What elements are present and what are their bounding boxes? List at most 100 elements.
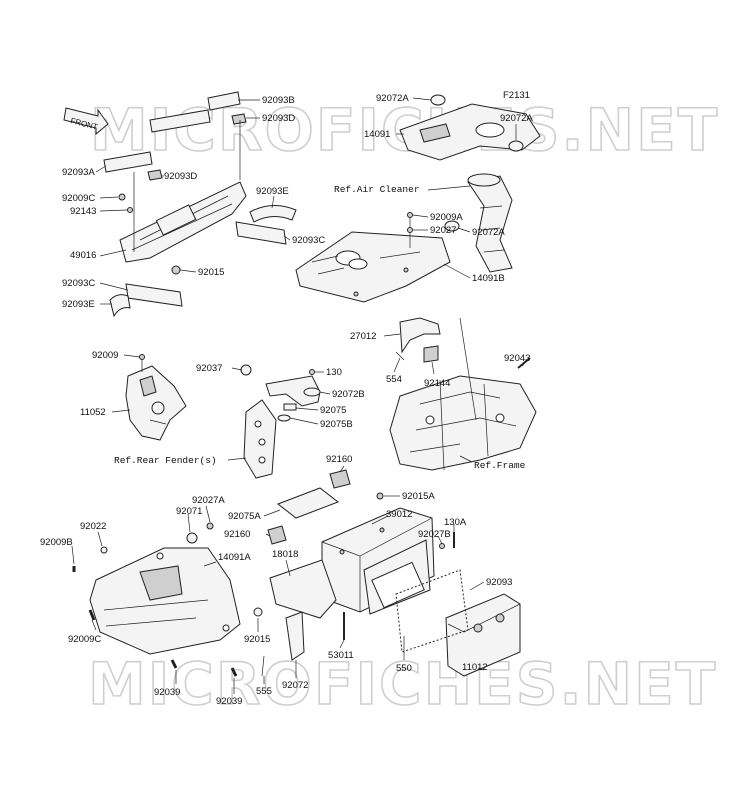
bracket-92072 bbox=[285, 611, 305, 661]
washer-92027a-icon bbox=[206, 522, 214, 530]
bracket-27012-assembly bbox=[395, 317, 441, 363]
foam-pad-92093d-2 bbox=[147, 169, 163, 181]
bolt-92009a-icon bbox=[407, 212, 413, 218]
label-53011: 53011 bbox=[328, 650, 354, 661]
label-92027: 92027 bbox=[430, 225, 456, 236]
grommet-92072b-icon bbox=[303, 387, 321, 397]
nut-92015-icon bbox=[171, 265, 181, 275]
pin-554-icon bbox=[395, 351, 405, 361]
pin-555-icon bbox=[261, 655, 265, 677]
label-92039: 92039 bbox=[154, 687, 180, 698]
label-92093e: 92093E bbox=[256, 186, 289, 197]
foam-strip-upper bbox=[149, 109, 211, 133]
label-49016: 49016 bbox=[70, 250, 96, 261]
washer-92075b-icon bbox=[277, 414, 291, 422]
label-92015a: 92015A bbox=[402, 491, 435, 502]
foam-strip-92093a bbox=[103, 151, 153, 173]
label-92015: 92015 bbox=[198, 267, 224, 278]
foam-strip-92093c-1 bbox=[235, 221, 287, 245]
label-92072a: 92072A bbox=[376, 93, 409, 104]
label-550: 550 bbox=[396, 663, 412, 674]
label-92022: 92022 bbox=[80, 521, 106, 532]
label-92015-2: 92015 bbox=[244, 634, 270, 645]
label-92093d-2: 92093D bbox=[164, 171, 197, 182]
bolt-130-icon bbox=[309, 369, 315, 375]
bolt-92009c-2-icon bbox=[88, 609, 96, 621]
label-92009c: 92009C bbox=[62, 193, 95, 204]
ref-frame: Ref.Frame bbox=[474, 460, 526, 471]
bolt-92039-1-icon bbox=[170, 659, 178, 669]
bolt-92043-icon bbox=[517, 357, 531, 369]
label-92093b: 92093B bbox=[262, 95, 295, 106]
nut-92015-2-icon bbox=[253, 607, 263, 617]
washer-92027b-icon bbox=[439, 543, 445, 549]
label-92075a: 92075A bbox=[228, 511, 261, 522]
collar-92022-icon bbox=[100, 546, 108, 554]
leader-lines bbox=[71, 97, 525, 694]
ref-air-cleaner: Ref.Air Cleaner bbox=[334, 184, 420, 195]
label-130a: 130A bbox=[444, 517, 467, 528]
pad-92093 bbox=[395, 569, 469, 653]
pad-92160-2 bbox=[267, 525, 287, 545]
pad-92160-1 bbox=[329, 469, 351, 489]
clip-92037-icon bbox=[240, 364, 252, 376]
rear-fender-bracket bbox=[243, 399, 277, 479]
label-92093d: 92093D bbox=[262, 113, 295, 124]
bracket-11052 bbox=[125, 354, 187, 441]
label-92093c: 92093C bbox=[292, 235, 325, 246]
figure-code: F2131 bbox=[503, 90, 530, 101]
label-14091a: 14091A bbox=[218, 552, 251, 563]
watermark-bottom: MICROFICHES.NET bbox=[88, 650, 717, 718]
bolt-92039-2-icon bbox=[230, 667, 238, 677]
label-92072a-2: 92072A bbox=[500, 113, 533, 124]
label-92160: 92160 bbox=[326, 454, 352, 465]
label-92027a: 92027A bbox=[192, 495, 225, 506]
label-92009: 92009 bbox=[92, 350, 118, 361]
cover-14091 bbox=[399, 103, 541, 161]
label-92143: 92143 bbox=[70, 206, 96, 217]
spring-92144-icon bbox=[423, 345, 439, 363]
nut-92015a-icon bbox=[376, 492, 384, 500]
foam-pad-92093e-2 bbox=[109, 294, 131, 318]
foam-pad-92093d-1 bbox=[231, 113, 247, 125]
label-27012: 27012 bbox=[350, 331, 376, 342]
label-92037: 92037 bbox=[196, 363, 222, 374]
part-labels: 92093B 92093D 92093A 92093D 92009C 92143… bbox=[40, 93, 533, 707]
label-92072a-3: 92072A bbox=[472, 227, 505, 238]
label-39012: 39012 bbox=[386, 509, 412, 520]
cover-14091b bbox=[295, 231, 451, 303]
label-14091b: 14091B bbox=[472, 273, 505, 284]
label-92009b: 92009B bbox=[40, 537, 73, 548]
bolt-92009c-icon bbox=[118, 193, 126, 201]
foam-pad-92093e-1 bbox=[249, 205, 297, 223]
frame-reference bbox=[389, 317, 537, 471]
label-11012: 11012 bbox=[462, 662, 488, 673]
foam-strip-92093c-2 bbox=[125, 283, 183, 307]
label-92071: 92071 bbox=[176, 506, 202, 517]
label-555: 555 bbox=[256, 686, 272, 697]
label-554: 554 bbox=[386, 374, 402, 385]
label-92072: 92072 bbox=[282, 680, 308, 691]
label-92072b: 92072B bbox=[332, 389, 365, 400]
label-92043: 92043 bbox=[504, 353, 530, 364]
label-14091: 14091 bbox=[364, 129, 390, 140]
battery-box-39012 bbox=[321, 507, 435, 615]
spacer-92075-icon bbox=[283, 403, 297, 411]
foam-strip-92093b bbox=[207, 91, 241, 111]
label-130: 130 bbox=[326, 367, 342, 378]
bracket-92072b-assembly bbox=[240, 364, 321, 479]
label-18018: 18018 bbox=[272, 549, 298, 560]
clamp-92072a-2-icon bbox=[508, 140, 524, 152]
label-92075: 92075 bbox=[320, 405, 346, 416]
air-cleaner-duct bbox=[467, 173, 513, 273]
ref-rear-fender: Ref.Rear Fender(s) bbox=[114, 455, 217, 466]
bolt-92009-icon bbox=[139, 354, 145, 360]
label-92093a: 92093A bbox=[62, 167, 95, 178]
bracket-49016-assembly bbox=[103, 91, 297, 318]
label-92009a: 92009A bbox=[430, 212, 463, 223]
label-92093: 92093 bbox=[486, 577, 512, 588]
bracket-18018 bbox=[269, 559, 337, 619]
washer-92027-icon bbox=[407, 227, 413, 233]
grommet-92071-icon bbox=[186, 532, 198, 544]
